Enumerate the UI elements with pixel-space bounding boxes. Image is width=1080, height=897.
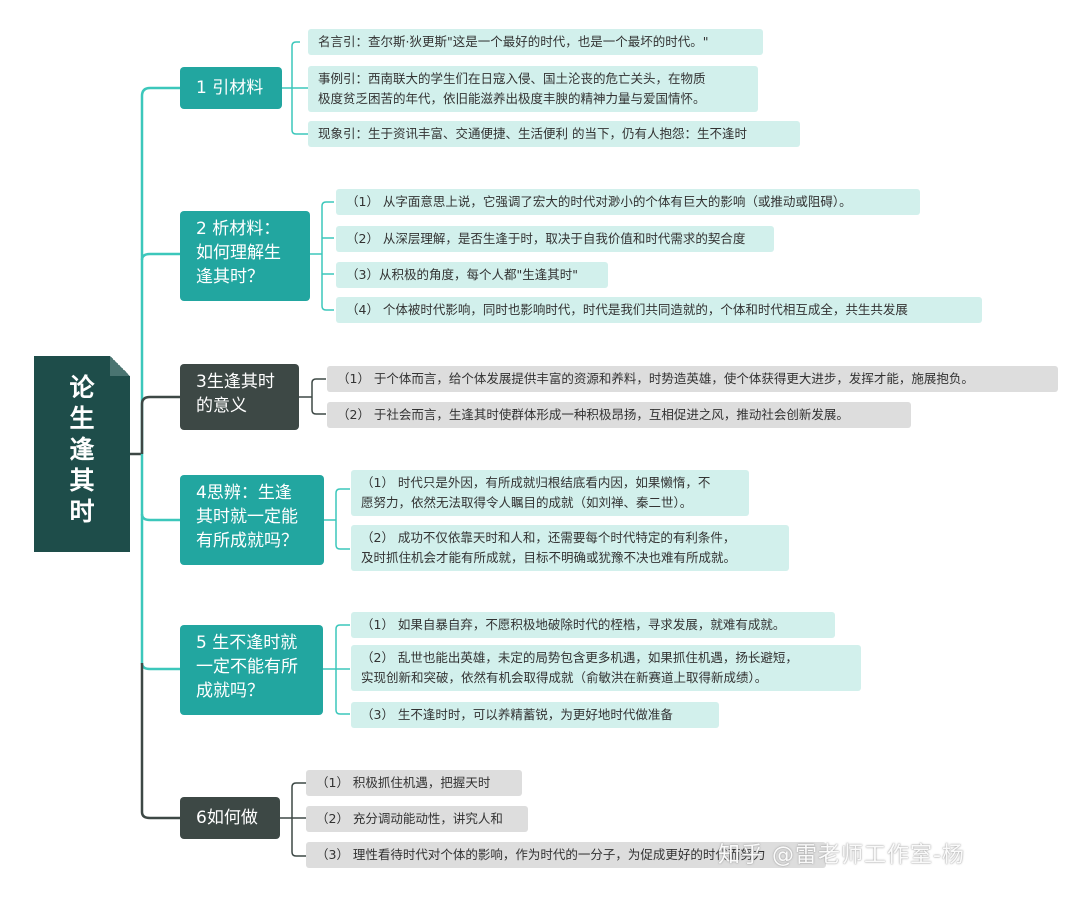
branch-how-to-do[interactable]: 6如何做 — [180, 797, 280, 839]
branch-significance[interactable]: 3生逢其时 的意义 — [180, 364, 299, 430]
leaf-significance-2[interactable]: （2） 于社会而言，生逢其时使群体形成一种积极昂扬，互相促进之风，推动社会创新发… — [327, 402, 911, 428]
central-topic[interactable]: 论 生 逢 其 时 — [34, 356, 130, 552]
branch-introduce-material[interactable]: 1 引材料 — [180, 67, 282, 109]
leaf-wrong-time-2[interactable]: （2） 乱世也能出英雄，未定的局势包含更多机遇，如果抓住机遇，扬长避短， 实现创… — [351, 645, 861, 691]
leaf-analysis-4[interactable]: （4） 个体被时代影响，同时也影响时代，时代是我们共同造就的，个体和时代相互成全… — [336, 297, 982, 323]
leaf-debate-1[interactable]: （1） 时代只是外因，有所成就归根结底看内因，如果懒惰，不 愿努力，依然无法取得… — [351, 470, 749, 516]
leaf-debate-2[interactable]: （2） 成功不仅依靠天时和人和，还需要每个时代特定的有利条件， 及时抓住机会才能… — [351, 525, 789, 571]
leaf-significance-1[interactable]: （1） 于个体而言，给个体发展提供丰富的资源和养料，时势造英雄，使个体获得更大进… — [327, 366, 1058, 392]
title-char: 逢 — [69, 435, 95, 464]
leaf-action-3[interactable]: （3） 理性看待时代对个体的影响，作为时代的一分子，为促成更好的时代而努力 — [306, 842, 826, 868]
leaf-quote-intro[interactable]: 名言引：查尔斯·狄更斯"这是一个最好的时代，也是一个最坏的时代。" — [308, 29, 763, 55]
leaf-wrong-time-3[interactable]: （3） 生不逢时时，可以养精蓄锐，为更好地时代做准备 — [351, 702, 719, 728]
watermark: 知乎 @雷老师工作室-杨 — [718, 843, 965, 868]
title-char: 时 — [69, 497, 95, 526]
corner-fold — [110, 356, 130, 376]
title-char: 生 — [69, 404, 95, 433]
branch-analyze-material[interactable]: 2 析材料： 如何理解生 逢其时？ — [180, 211, 310, 301]
branch-born-wrong-time[interactable]: 5 生不逢时就 一定不能有所 成就吗？ — [180, 625, 323, 715]
title-char: 其 — [69, 466, 95, 495]
branch-debate-success[interactable]: 4思辨：生逢 其时就一定能 有所成就吗？ — [180, 475, 324, 565]
leaf-action-1[interactable]: （1） 积极抓住机遇，把握天时 — [306, 770, 522, 796]
leaf-analysis-3[interactable]: （3）从积极的角度，每个人都"生逢其时" — [336, 262, 608, 288]
leaf-action-2[interactable]: （2） 充分调动能动性，讲究人和 — [306, 806, 528, 832]
leaf-analysis-1[interactable]: （1） 从字面意思上说，它强调了宏大的时代对渺小的个体有巨大的影响（或推动或阻碍… — [336, 189, 920, 215]
title-char: 论 — [69, 373, 95, 402]
leaf-phenomenon-intro[interactable]: 现象引：生于资讯丰富、交通便捷、生活便利 的当下，仍有人抱怨：生不逢时 — [308, 121, 800, 147]
leaf-analysis-2[interactable]: （2） 从深层理解，是否生逢于时，取决于自我价值和时代需求的契合度 — [336, 226, 774, 252]
leaf-example-intro[interactable]: 事例引：西南联大的学生们在日寇入侵、国土沦丧的危亡关头，在物质 极度贫乏困苦的年… — [308, 66, 758, 112]
leaf-wrong-time-1[interactable]: （1） 如果自暴自弃，不愿积极地破除时代的桎梏，寻求发展，就难有成就。 — [351, 612, 835, 638]
